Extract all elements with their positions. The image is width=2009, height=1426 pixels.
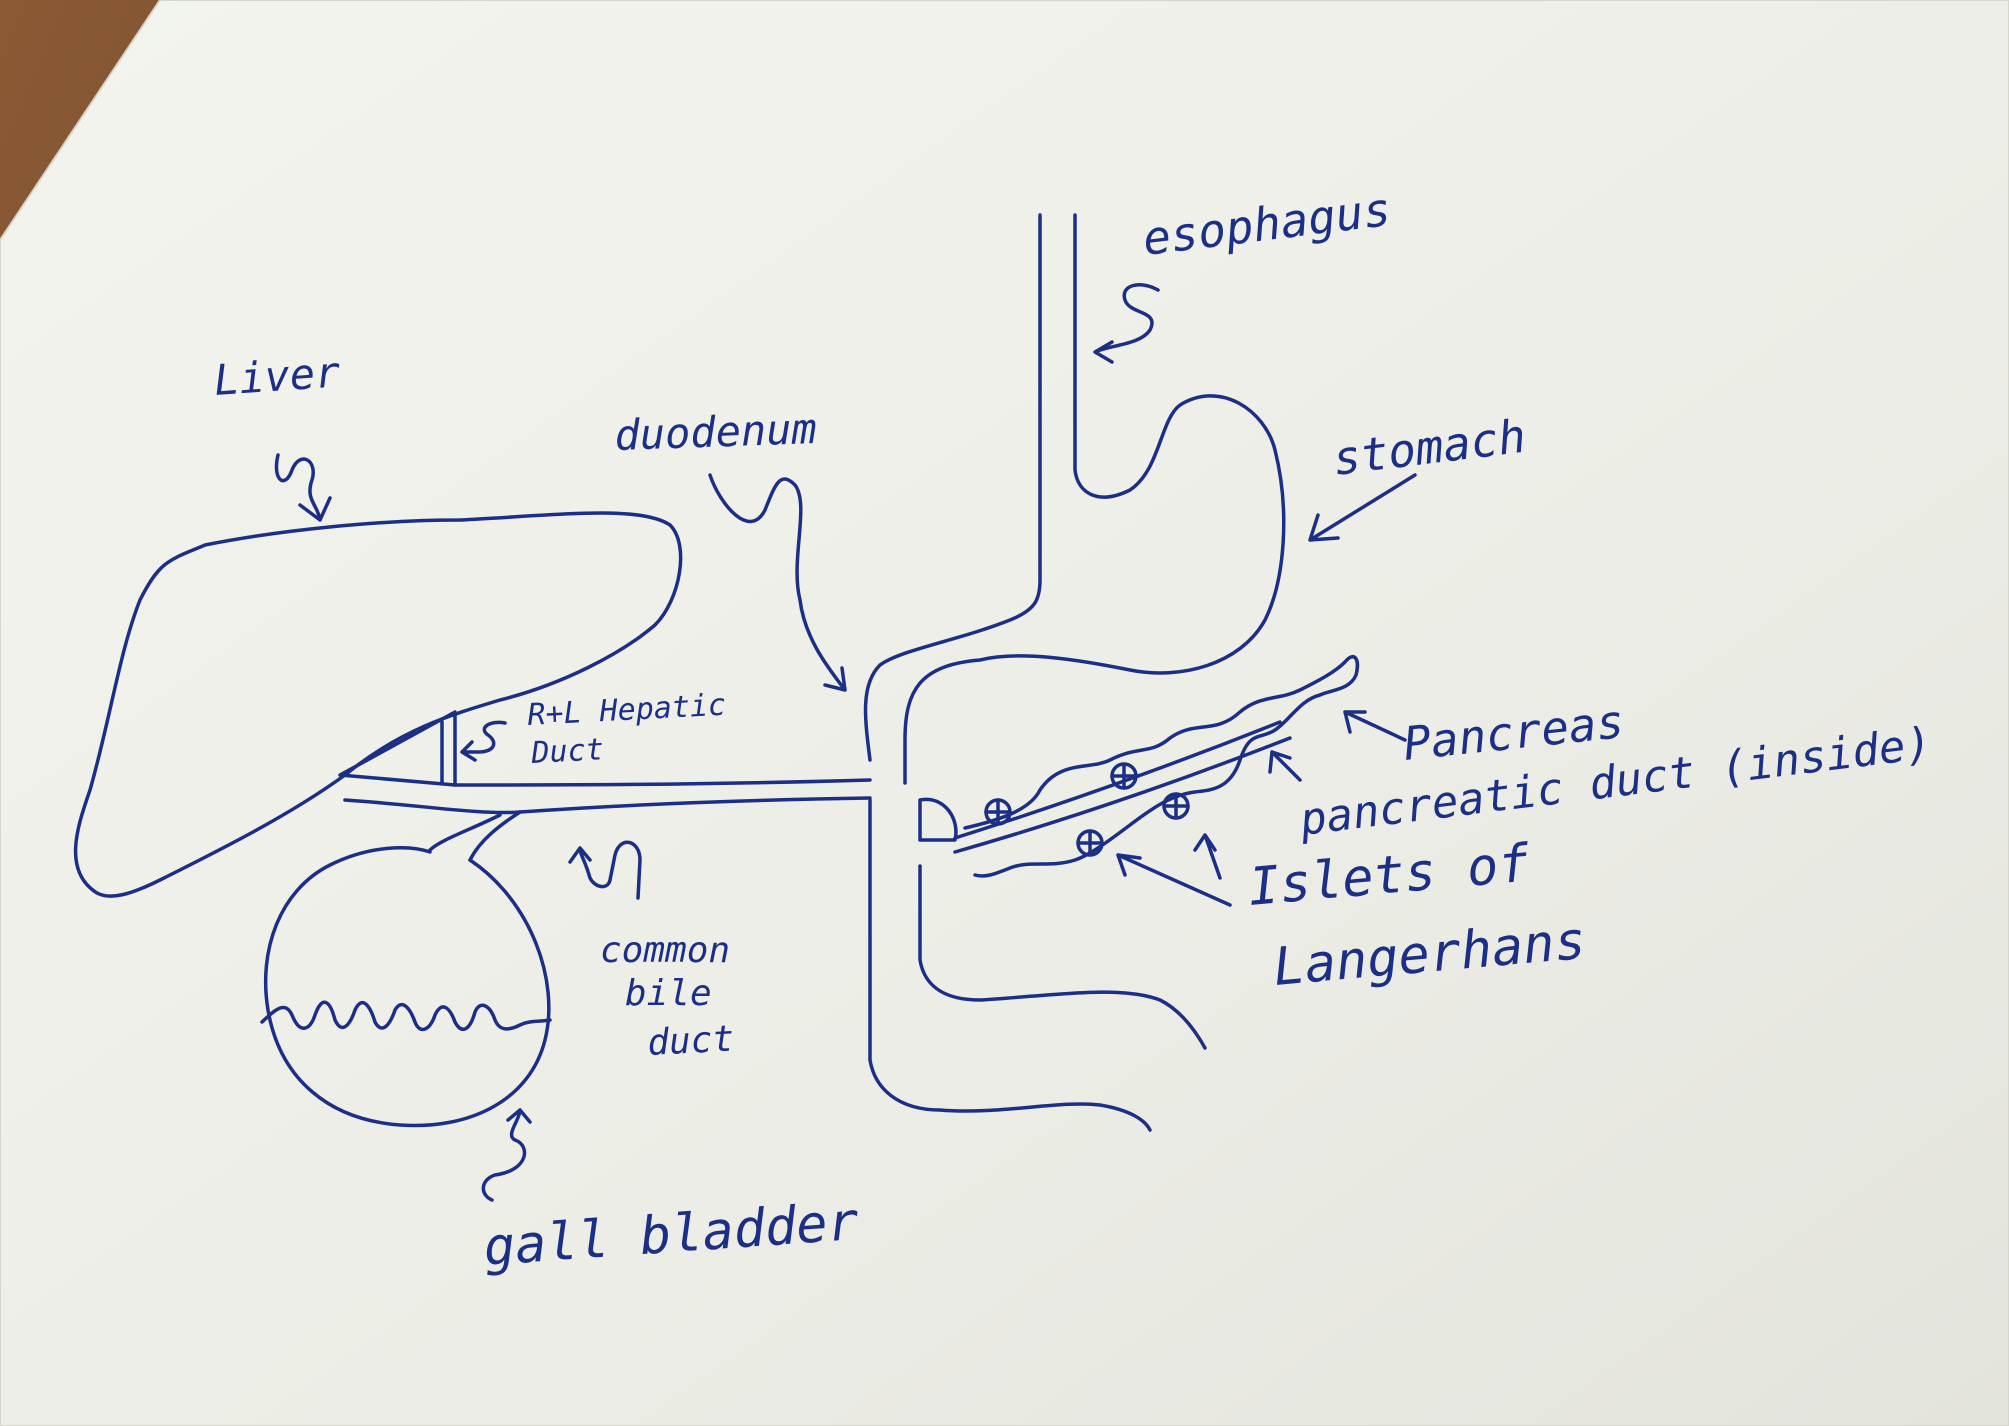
pancreatic-duct-arrow [1268,750,1302,782]
islet-4 [1076,829,1104,857]
common-bile-duct-label-line1: common [600,930,730,971]
esophagus-arrow [1093,283,1160,364]
liver-outline [73,511,683,898]
islet-1 [984,798,1012,826]
duodenum-outer-wall [868,798,1152,1132]
stomach-arrow [1308,473,1417,542]
common-bile-duct-label-line2: bile [625,973,712,1014]
common-bile-duct-lower [343,796,872,815]
common-bile-duct-label-line3: duct [646,1019,735,1064]
pancreatic-duct-upper [953,720,1282,840]
pancreas-arrow [1343,710,1407,742]
hepatic-duct-arrow [460,720,507,762]
cystic-duct [428,810,522,862]
esophagus-right-wall [903,213,1286,785]
gall-bladder-arrow [481,1108,532,1202]
pancreatic-duct-lower [953,736,1292,854]
gall-bladder-fluid-line [260,1000,552,1032]
common-bile-duct-arrow [568,840,642,900]
liver-arrow [274,453,332,522]
liver-label: Liver [212,347,342,405]
islet-3 [1162,792,1190,820]
islet-2 [1110,762,1138,790]
hepatic-duct-left-branch [338,710,457,787]
hepatic-duct-label-line2: Duct [530,732,605,771]
gall-bladder-outline [263,846,551,1128]
islets-arrow-2 [1116,853,1232,907]
duodenum-arrow [708,473,847,692]
esophagus-left-wall [863,213,1042,762]
duodenum-inner-wall [918,864,1207,1050]
duodenum-label: duodenum [614,404,818,460]
pancreas-outline [963,655,1360,878]
islets-arrow-1 [1193,833,1222,880]
common-bile-duct-upper [453,778,872,787]
ampulla [918,797,958,842]
